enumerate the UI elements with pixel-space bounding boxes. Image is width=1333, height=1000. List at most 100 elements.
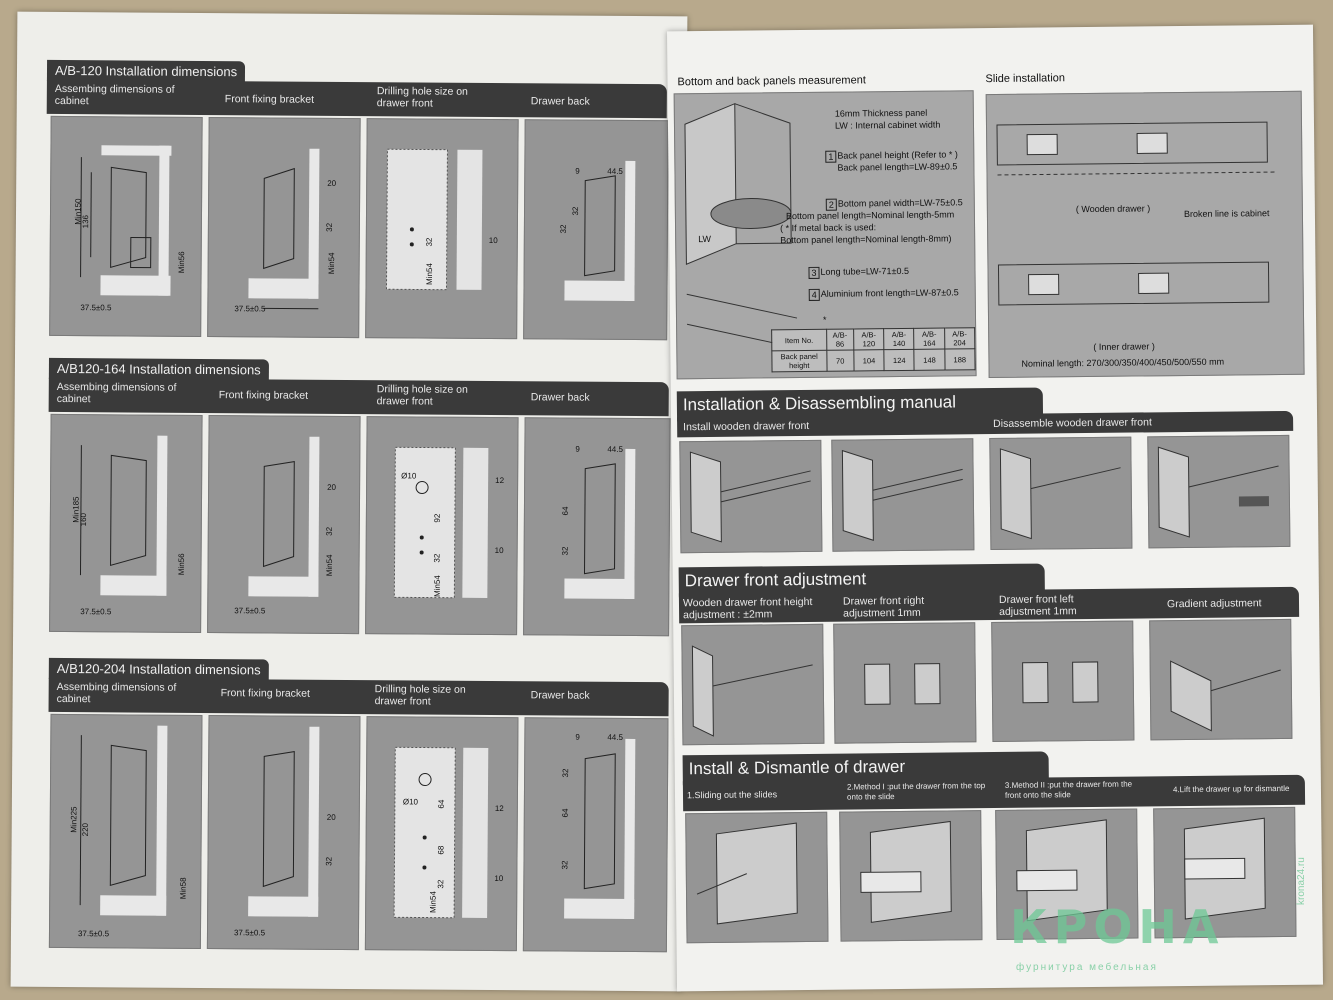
section-3-col-1: Assembing dimensions of cabinet [56,680,177,706]
s2-bracket-b: 32 [324,526,334,536]
disassemble-front-label: Disassemble wooden drawer front [993,416,1152,431]
dismantle-item-3: 3.Method II :put the drawer from the fro… [1004,779,1133,800]
left-instruction-sheet: A/B-120 Installation dimensions Assembin… [10,11,688,992]
bottom-back-diagram: 16mm Thickness panel LW : Internal cabin… [673,90,977,380]
s3-back-d: 64 [560,808,570,818]
s1-back-b: 44.5 [607,166,623,176]
s3-min-low: Min58 [178,877,188,900]
note-4: Back panel length=LW-89±0.5 [837,161,958,173]
s2-inner: 160 [79,512,89,527]
s1-bracket-b: 32 [324,222,334,232]
slide-install-title: Slide installation [985,72,1066,86]
brand-watermark-side: krona24.ru [1296,857,1307,905]
s2-drill-d: 12 [495,476,505,486]
inner-drawer-label: ( Inner drawer ) [1093,341,1155,352]
dismantle-step-3 [995,808,1139,941]
section-1-col-1: Assembing dimensions of cabinet [54,82,175,108]
section-3-col-4: Drawer back [530,689,590,702]
front-adjust-sub-bar: Wooden drawer front height adjustment : … [678,586,1300,624]
note-10: Aluminium front length=LW-87±0.5 [820,287,959,299]
section-1-col-2: Front fixing bracket [224,93,315,106]
s2-offset: 37.5±0.5 [80,607,112,617]
s3-back-c: 32 [561,768,571,778]
s1-bracket-offset: 37.5±0.5 [234,304,266,314]
section-3-drilling-diagram: Ø10 64 68 32 Min54 12 10 [364,716,519,952]
table-header: Item No. [771,329,827,351]
install-step-1 [679,439,823,554]
dismantle-step-1 [685,811,829,944]
dismantle-item-2: 2.Method I :put the drawer from the top … [846,781,986,802]
section-3-title: A/B120-204 Installation dimensions [48,657,269,681]
front-adjust-item-1: Wooden drawer front height adjustment : … [682,595,813,622]
s3-drill-b: 68 [436,845,446,855]
table-star: * [822,314,827,325]
front-adjust-title: Drawer front adjustment [684,569,867,591]
note-9: Long tube=LW-71±0.5 [820,265,910,277]
table-cell: 104 [853,349,885,371]
wooden-drawer-label: ( Wooden drawer ) [1075,203,1151,215]
install-disassemble-title: Installation & Disassembling manual [682,392,957,415]
dismantle-item-4: 4.Lift the drawer up for dismantle [1172,783,1290,795]
table-header: A/B-120 [853,328,885,350]
s3-bracket-b: 32 [324,856,334,866]
s1-back-a: 9 [575,166,580,176]
table-cell: 124 [884,349,915,371]
section-2-header-bar: Assembing dimensions of cabinet Front fi… [48,377,669,417]
s2-drill-hole: Ø10 [401,471,417,481]
adjust-height-diagram [681,623,825,746]
s1-min-low: Min56 [176,251,187,274]
note-8: Bottom panel length=Nominal length-8mm) [780,233,952,246]
note-6: Bottom panel length=Nominal length-5mm [785,209,955,222]
s2-min-low: Min56 [176,553,187,576]
section-2-bracket-diagram: 20 32 Min54 37.5±0.5 [207,415,361,635]
front-adjust-item-4: Gradient adjustment [1166,597,1262,611]
note-7: ( * If metal back is used: [780,222,877,234]
s2-drill-a: 92 [432,513,442,523]
s1-drill-c: 10 [488,235,498,246]
install-front-label: Install wooden drawer front [683,419,810,434]
dismantle-item-1: 1.Sliding out the slides [686,789,778,801]
marker-2: 2 [825,198,837,211]
install-step-2 [831,438,975,552]
disassemble-step-1 [989,436,1133,551]
section-2-title: A/B120-164 Installation dimensions [48,357,269,381]
section-2-cabinet-diagram: Min185 160 Min56 37.5±0.5 [49,413,203,633]
s3-drill-hole: Ø10 [402,797,419,807]
s3-offset: 37.5±0.5 [77,929,110,939]
note-1: 16mm Thickness panel [834,107,928,119]
s3-drill-e: 12 [494,804,504,814]
table-cell: 70 [826,349,854,372]
dismantle-step-2 [839,810,983,942]
install-dismantle-title: Install & Dismantle of drawer [688,756,906,779]
s3-bracket-offset: 37.5±0.5 [233,928,266,938]
section-1-col-3: Drilling hole size on drawer front [376,85,468,110]
note-5: Bottom panel width=LW-75±0.5 [837,197,963,209]
s1-offset: 37.5±0.5 [80,303,112,313]
s2-back-a: 9 [575,444,580,454]
section-1-back-diagram: 9 44.5 32 32 [523,119,669,341]
s3-back-b: 44.5 [607,732,623,742]
marker-3: 3 [808,266,820,279]
s2-drill-b: 32 [432,553,442,563]
brand-watermark: КРОНА [1010,900,1225,954]
section-2-col-3: Drilling hole size on drawer front [376,383,468,408]
dismantle-step-4 [1153,806,1297,939]
front-adjust-item-2: Drawer front right adjustment 1mm [842,594,925,620]
s1-drill-a: 32 [424,237,434,247]
s1-bracket-a: 20 [327,178,337,188]
table-header: A/B-204 [944,327,975,350]
section-2-col-4: Drawer back [530,391,590,404]
s3-back-a: 9 [575,732,580,742]
section-3-back-diagram: 9 44.5 32 64 32 [522,717,669,953]
section-3-header-bar: Assembing dimensions of cabinet Front fi… [48,677,669,717]
marker-4: 4 [808,288,820,301]
right-instruction-sheet: Bottom and back panels measurement Slide… [666,24,1324,992]
table-header: A/B-86 [826,328,854,351]
s2-bracket-a: 20 [327,482,337,492]
back-panel-table: Item No. A/B-86 A/B-120 A/B-140 A/B-164 … [771,327,976,372]
s1-inner: 136 [81,214,91,229]
s3-inner: 220 [80,822,90,837]
s1-back-d: 32 [570,206,581,216]
s3-bracket-a: 20 [326,812,336,822]
adjust-right-diagram [833,622,977,744]
